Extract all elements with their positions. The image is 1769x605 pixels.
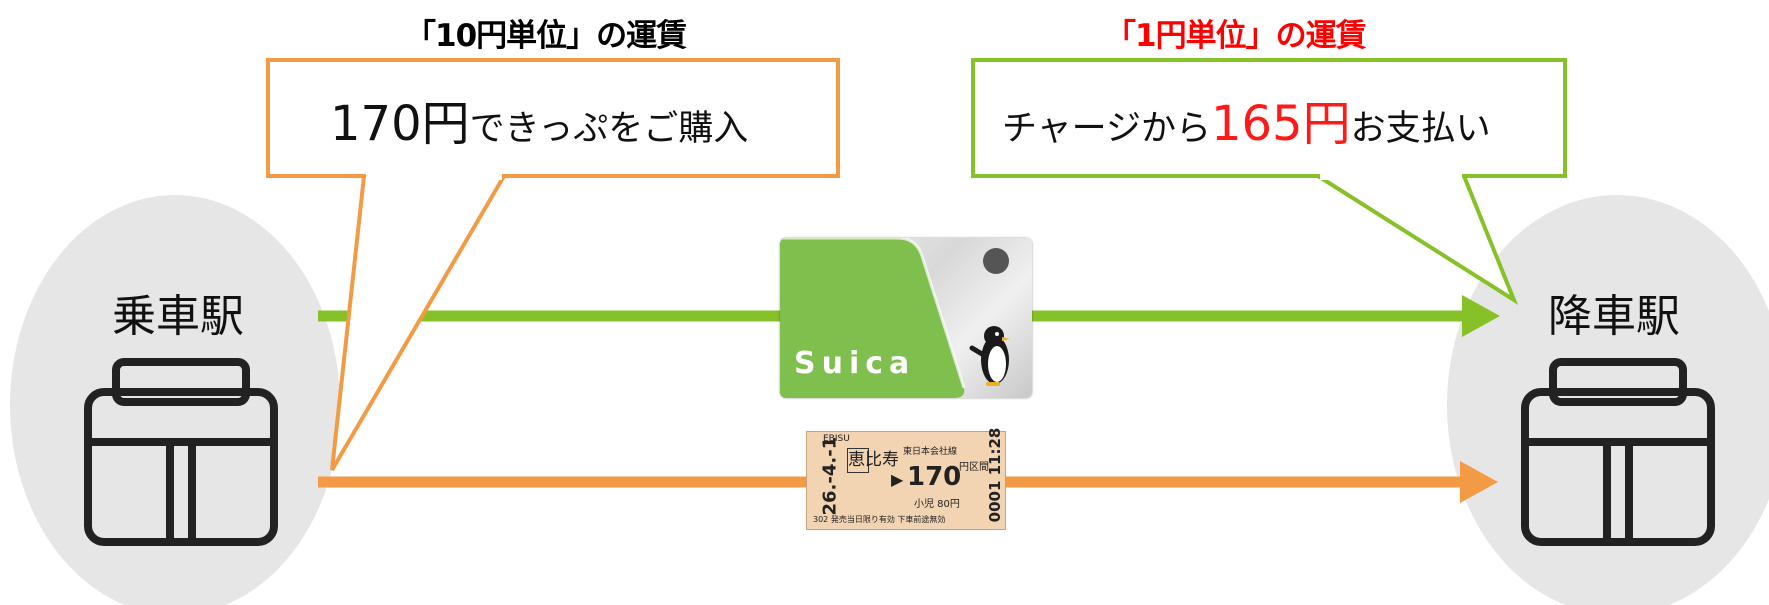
ic-route-arrowhead xyxy=(1462,295,1500,337)
penguin-mascot-icon xyxy=(969,326,1010,386)
ticket-fare: 170 xyxy=(907,462,962,492)
ticket-purchase-text: できっぷをご購入 xyxy=(469,109,749,149)
ticket-footer: 302 発売当日限り有効 下車前途無効 xyxy=(813,514,945,525)
ticket-callout-text: 170円できっぷをご購入 xyxy=(330,84,748,164)
ic-fare-amount: 165円 xyxy=(1210,96,1351,152)
ticket-arrow-icon: ▶ xyxy=(891,470,904,489)
station-building-icon xyxy=(1521,358,1715,546)
ticket-callout-box xyxy=(266,58,840,178)
ticket-callout-tail xyxy=(330,174,506,472)
ticket-no-stopover: 下車前途無効 xyxy=(897,515,946,524)
fare-10yen-unit-label: 「10円単位」の運賃 xyxy=(405,18,687,54)
ticket-serial: 0001 11:28 xyxy=(986,427,1004,523)
alighting-station-label: 降車駅 xyxy=(1548,291,1680,342)
boarding-station-label: 乗車駅 xyxy=(112,291,244,342)
ic-callout-box xyxy=(971,58,1567,178)
suica-logo: Suica xyxy=(794,346,916,381)
ticket-child-fare: 小児 80円 xyxy=(914,499,960,510)
ticket-validity: 発売当日限り有効 xyxy=(830,515,895,524)
ticket-fare-unit: 円区間 xyxy=(959,462,989,473)
ticket-fare-amount: 170円 xyxy=(330,96,470,152)
ic-payment-text: お支払い xyxy=(1350,109,1491,149)
suica-card-icon: Suica xyxy=(780,238,1032,398)
ticket-date: 26.-4.-1 xyxy=(819,436,841,516)
station-building-icon xyxy=(84,358,278,546)
suica-green-panel xyxy=(780,238,966,398)
ic-callout-tail xyxy=(1316,174,1519,306)
ic-charge-text: チャージから xyxy=(1002,109,1211,149)
ic-callout-text: チャージから165円お支払い xyxy=(1002,84,1491,164)
ticket-issue-station: EBISU xyxy=(823,434,850,444)
ticket-company-line: 東日本会社線 xyxy=(903,447,958,457)
suica-badge-icon xyxy=(983,248,1009,274)
ticket-station-name: 恵比寿 xyxy=(847,448,899,473)
fare-1yen-unit-label: 「1円単位」の運賃 xyxy=(1105,18,1367,54)
ticket-route-arrowhead xyxy=(1460,461,1498,503)
paper-ticket-icon: EBISU 26.-4.-1 恵比寿 東日本会社線 ▶ 170 円区間 小児 8… xyxy=(806,428,1006,530)
ticket-issue-office: 302 xyxy=(813,515,829,524)
